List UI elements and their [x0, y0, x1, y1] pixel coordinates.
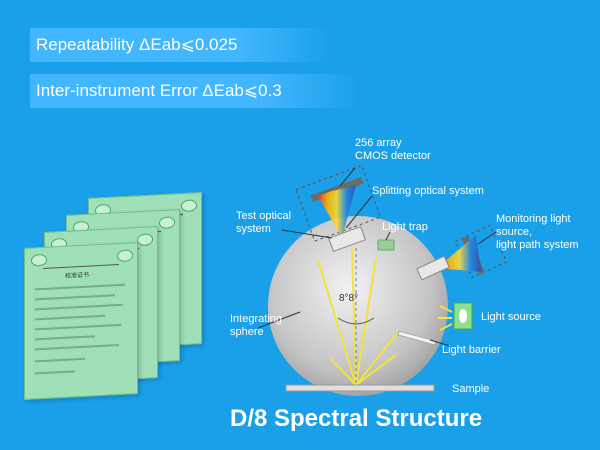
main-title: D/8 Spectral Structure — [230, 405, 483, 432]
label-sample: Sample — [452, 383, 490, 395]
test-optical-block — [327, 225, 367, 253]
sample-plate — [285, 384, 435, 392]
label-splitting-optical: Splitting optical system — [372, 185, 484, 197]
repeatability-banner: Repeatability ΔEab⩽0.025 — [30, 28, 330, 62]
integrating-sphere — [268, 216, 448, 396]
label-light-trap: Light trap — [382, 221, 428, 233]
label-test-optical: Test optical system — [236, 210, 292, 235]
label-cmos-detector: 256 array CMOS detector — [355, 137, 431, 162]
label-integrating-sphere: Integrating sphere — [230, 313, 282, 338]
light-barrier-plate — [397, 330, 437, 346]
label-angle: 8°8° — [339, 293, 359, 304]
inter-instrument-banner: Inter-instrument Error ΔEab⩽0.3 — [30, 74, 360, 108]
spectrum-fan-top — [318, 185, 356, 238]
light-rays — [317, 247, 399, 386]
light-trap-block — [377, 239, 395, 251]
label-light-source: Light source — [481, 311, 541, 323]
label-light-barrier: Light barrier — [442, 344, 501, 356]
monitoring-optical-block — [416, 255, 450, 281]
label-monitoring: Monitoring light source, light path syst… — [496, 213, 579, 251]
